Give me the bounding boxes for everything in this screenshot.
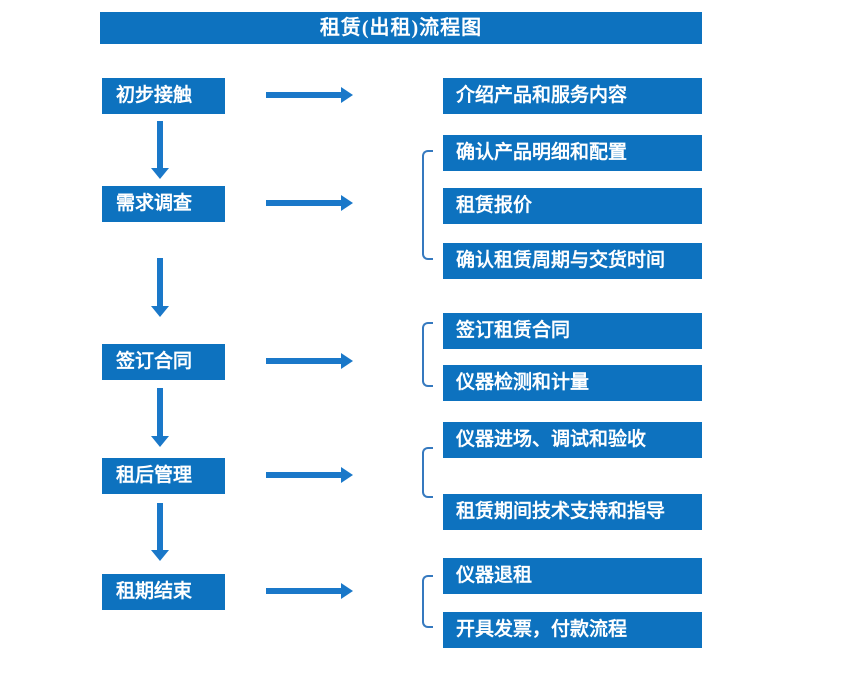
detail-sign-rental-contract: 签订租赁合同 bbox=[443, 313, 702, 349]
bracket-connector bbox=[422, 322, 433, 387]
detail-instrument-return: 仪器退租 bbox=[443, 558, 702, 594]
arrow-shaft bbox=[266, 472, 342, 478]
arrow-shaft bbox=[157, 258, 163, 307]
page-title: 租赁(出租)流程图 bbox=[100, 12, 702, 44]
arrow-head bbox=[341, 583, 353, 599]
step-initial-contact: 初步接触 bbox=[102, 78, 225, 114]
detail-invoice-payment: 开具发票，付款流程 bbox=[443, 612, 702, 648]
arrow-head bbox=[341, 467, 353, 483]
arrow-down-icon bbox=[150, 121, 170, 179]
bracket-connector bbox=[422, 575, 433, 628]
arrow-head bbox=[341, 353, 353, 369]
bracket-connector bbox=[422, 447, 433, 498]
arrow-down-icon bbox=[150, 388, 170, 447]
arrow-head bbox=[151, 306, 169, 317]
detail-confirm-product-details: 确认产品明细和配置 bbox=[443, 135, 702, 171]
step-rental-end: 租期结束 bbox=[102, 574, 225, 610]
bracket-connector bbox=[422, 150, 433, 260]
step-demand-survey: 需求调查 bbox=[102, 186, 225, 222]
arrow-right-icon bbox=[266, 87, 353, 103]
detail-instrument-setup-acceptance: 仪器进场、调试和验收 bbox=[443, 422, 702, 458]
arrow-head bbox=[151, 168, 169, 179]
detail-instrument-testing: 仪器检测和计量 bbox=[443, 365, 702, 401]
arrow-shaft bbox=[157, 121, 163, 169]
detail-rental-tech-support: 租赁期间技术支持和指导 bbox=[443, 494, 702, 530]
arrow-shaft bbox=[266, 358, 342, 364]
step-post-rental-management: 租后管理 bbox=[102, 458, 225, 494]
arrow-head bbox=[341, 87, 353, 103]
arrow-down-icon bbox=[150, 503, 170, 561]
arrow-head bbox=[151, 436, 169, 447]
detail-confirm-rental-period: 确认租赁周期与交货时间 bbox=[443, 243, 702, 279]
detail-introduce-products: 介绍产品和服务内容 bbox=[443, 78, 702, 114]
arrow-head bbox=[151, 550, 169, 561]
arrow-right-icon bbox=[266, 353, 353, 369]
arrow-right-icon bbox=[266, 195, 353, 211]
arrow-head bbox=[341, 195, 353, 211]
arrow-shaft bbox=[157, 503, 163, 551]
arrow-right-icon bbox=[266, 467, 353, 483]
arrow-shaft bbox=[266, 200, 342, 206]
step-sign-contract: 签订合同 bbox=[102, 344, 225, 380]
arrow-shaft bbox=[157, 388, 163, 437]
detail-rental-quote: 租赁报价 bbox=[443, 188, 702, 224]
arrow-shaft bbox=[266, 588, 342, 594]
arrow-shaft bbox=[266, 92, 342, 98]
arrow-right-icon bbox=[266, 583, 353, 599]
arrow-down-icon bbox=[150, 258, 170, 317]
